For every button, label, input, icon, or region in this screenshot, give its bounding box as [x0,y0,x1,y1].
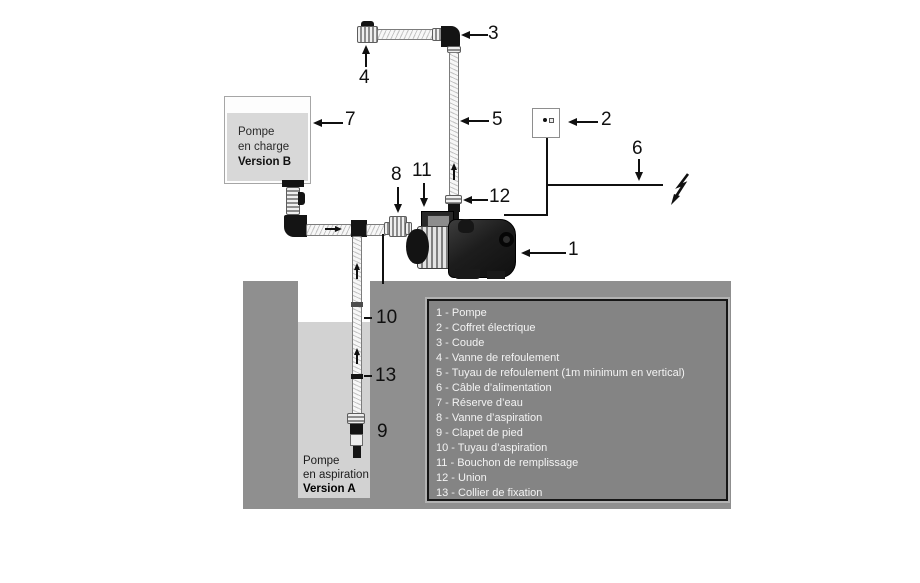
callout-arrow-3-head [461,31,470,39]
legend-item-13: 13 - Collier de fixation [436,487,543,499]
tank-outlet-pipe [306,224,352,236]
union-fitting [448,204,460,212]
well-label-line1: Pompe [303,455,340,467]
callout-tick-10 [364,317,372,319]
callout-arrow-12 [471,199,488,201]
callout-arrow-2 [576,121,598,123]
electric-box [532,108,560,138]
tank-outlet-flange [282,180,304,187]
support-line [382,234,384,284]
foot-valve-strainer [353,446,361,458]
tank-valve-handle [298,192,305,205]
callout-arrow-4 [365,52,367,67]
callout-arrow-1-head [521,249,530,257]
tank-water [227,113,308,181]
foot-valve-nut [347,413,365,424]
pump-foot-left [455,269,480,279]
tank-label-line1: Pompe [238,126,275,138]
flow-arrow-icon [451,163,457,170]
indicator-dot-icon [543,118,547,122]
tank-label-line2: en charge [238,141,290,153]
legend-item-11: 11 - Bouchon de remplissage [436,457,579,469]
callout-label-11: 11 [412,160,432,181]
callout-arrow-5 [468,120,489,122]
pump-fan-cover [406,229,429,264]
callout-arrow-5-head [460,117,469,125]
callout-label-4: 4 [359,67,370,88]
callout-arrow-8-head [394,204,402,213]
power-cable-supply [547,184,663,186]
callout-arrow-1 [529,252,566,254]
flow-arrow-icon [356,270,358,279]
discharge-valve-cap [361,21,374,27]
pump-body [448,219,516,278]
flow-arrow-icon [354,348,360,355]
legend-item-9: 9 - Clapet de pied [436,427,523,439]
callout-label-9: 9 [377,421,388,442]
callout-label-10: 10 [376,307,398,328]
tee-fitting [351,220,367,237]
power-cable-vertical [546,138,548,216]
legend-item-8: 8 - Vanne d’aspiration [436,412,543,424]
legend-item-3: 3 - Coude [436,337,485,349]
legend-item-4: 4 - Vanne de refoulement [436,352,560,364]
flow-arrow-icon [325,228,335,230]
pipe-clamp [351,374,363,379]
callout-label-1: 1 [568,239,579,260]
legend-item-1: 1 - Pompe [436,307,487,319]
elbow-fitting [441,26,460,47]
pump-outlet-port [499,232,514,247]
legend-item-2: 2 - Coffret électrique [436,322,536,334]
callout-arrow-8 [397,187,399,205]
callout-tick-13 [364,375,372,377]
water-tank: Pompe en charge Version B [224,96,311,184]
flow-arrow-icon [356,355,358,364]
callout-label-13: 13 [375,365,397,386]
discharge-valve [357,26,378,43]
lightning-icon [671,173,690,205]
switch-icon [549,118,554,123]
foot-valve-band [350,424,363,434]
callout-arrow-4-head [362,45,370,54]
legend-item-6: 6 - Câble d’alimentation [436,382,552,394]
callout-arrow-11-head [420,198,428,207]
callout-label-3: 3 [488,23,499,44]
foot-valve-body [350,434,363,446]
callout-arrow-6-head [635,172,643,181]
callout-label-7: 7 [345,109,356,130]
callout-label-8: 8 [391,164,402,185]
callout-arrow-3 [469,34,488,36]
tank-label: Pompe en charge Version B [238,125,291,170]
flow-arrow-icon [354,263,360,270]
callout-arrow-2-head [568,118,577,126]
legend-panel: 1 - Pompe 2 - Coffret électrique 3 - Cou… [427,299,728,501]
callout-label-2: 2 [601,109,612,130]
pump-filling-cap [458,219,474,233]
flow-arrow-icon [335,226,342,232]
legend-item-12: 12 - Union [436,472,487,484]
callout-arrow-11 [423,183,425,199]
pump-foot-right [487,271,505,279]
callout-arrow-6 [638,159,640,173]
well-label-line3: Version A [303,483,356,495]
callout-label-12: 12 [489,186,511,207]
callout-arrow-12-head [463,196,472,204]
callout-arrow-7 [321,122,343,124]
well-label: Pompe en aspiration Version A [303,454,369,496]
legend-item-7: 7 - Réserve d’eau [436,397,523,409]
callout-label-6: 6 [632,138,643,159]
callout-label-5: 5 [492,109,503,130]
tank-elbow [284,215,307,237]
union-fitting-nut [445,195,462,204]
well-label-line2: en aspiration [303,469,369,481]
discharge-pipe-top [377,29,434,40]
pipe-coupling-band [351,302,363,307]
pump-discharge-stub [450,211,459,221]
callout-arrow-7-head [313,119,322,127]
legend-item-10: 10 - Tuyau d’aspiration [436,442,548,454]
tank-label-line3: Version B [238,156,292,168]
power-cable-to-pump [504,214,548,216]
flow-arrow-icon [453,170,455,180]
legend-item-5: 5 - Tuyau de refoulement (1m minimum en … [436,367,685,379]
